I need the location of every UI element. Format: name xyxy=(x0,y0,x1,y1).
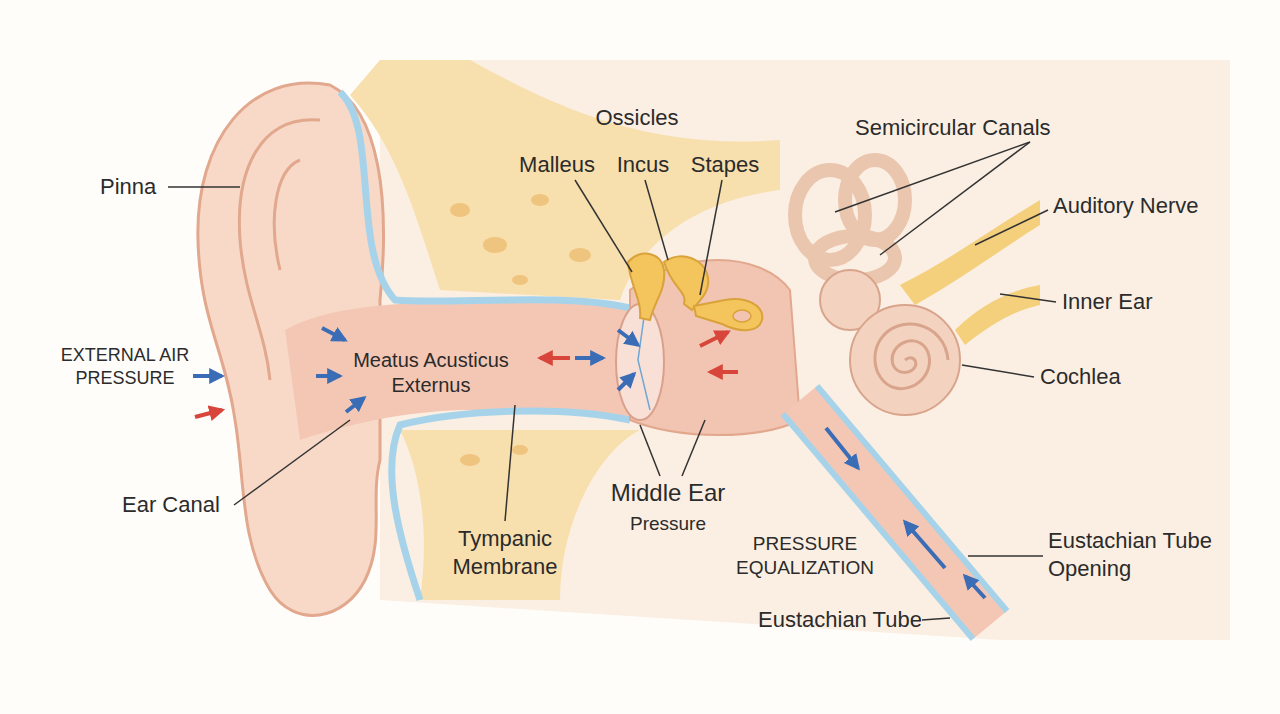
temporal-bone xyxy=(400,430,640,600)
part-label: Malleus xyxy=(510,151,604,179)
tube-lining xyxy=(783,414,973,639)
leader-line xyxy=(962,365,1034,377)
malleus-bone xyxy=(628,254,664,320)
leader-line xyxy=(880,142,1030,255)
canal-lining xyxy=(340,92,630,308)
pressure-arrow xyxy=(905,522,945,568)
leader-line xyxy=(505,405,515,521)
part-label: Pressure xyxy=(608,512,728,536)
pressure-arrow xyxy=(322,328,345,340)
membrane-line xyxy=(638,310,650,410)
pressure-arrow xyxy=(710,370,738,374)
pressure-arrow xyxy=(195,410,222,417)
part-label: Cochlea xyxy=(1040,363,1150,391)
pressure-arrow xyxy=(618,374,634,390)
part-label: Ossicles xyxy=(577,104,697,132)
eustachian-tube-shape xyxy=(783,386,1007,639)
pressure-arrow xyxy=(540,356,570,360)
pressure-arrow xyxy=(193,374,222,378)
leader-line xyxy=(682,420,705,476)
pressure-arrow xyxy=(575,356,603,360)
bone-pore xyxy=(512,445,528,455)
ear-canal-shape xyxy=(285,297,630,440)
leader-line xyxy=(234,420,350,505)
pressure-arrow xyxy=(965,576,985,598)
bone-pore xyxy=(512,275,528,285)
bone-pore xyxy=(569,248,591,262)
leader-line xyxy=(835,142,1030,212)
leader-line xyxy=(645,180,668,260)
leader-line xyxy=(575,180,632,272)
canal-lining xyxy=(392,411,630,600)
bone-pore xyxy=(450,203,470,217)
pressure-arrow xyxy=(826,428,858,468)
part-label: Inner Ear xyxy=(1062,288,1192,316)
bone-pore xyxy=(460,454,480,466)
stapes-bone xyxy=(694,299,762,330)
part-label: Ear Canal xyxy=(122,491,234,519)
bone-pore xyxy=(531,194,549,206)
leader-line xyxy=(700,180,722,295)
semicircular-canal xyxy=(845,160,905,240)
cochlea-spiral xyxy=(875,324,948,389)
part-label: Tympanic Membrane xyxy=(440,525,570,580)
part-label: EXTERNAL AIR PRESSURE xyxy=(50,344,200,389)
nerve-band xyxy=(955,285,1040,345)
stapes-hole xyxy=(733,310,751,322)
part-label: Auditory Nerve xyxy=(1053,192,1233,220)
part-label: Eustachian Tube xyxy=(758,606,928,634)
tympanic-membrane-shape xyxy=(616,304,664,420)
pinna-fold xyxy=(274,160,300,270)
leader-line xyxy=(968,555,1043,557)
leader-line xyxy=(1000,294,1056,302)
part-label: Meatus Acusticus Externus xyxy=(336,348,526,398)
part-label: Incus xyxy=(608,151,678,179)
part-label: Eustachian Tube Opening xyxy=(1048,527,1228,582)
part-label: Stapes xyxy=(683,151,767,179)
bone-pore xyxy=(483,237,507,253)
part-label: Pinna xyxy=(100,173,166,201)
pressure-arrow xyxy=(618,330,638,345)
part-label: Semicircular Canals xyxy=(855,114,1085,142)
nerve-band xyxy=(900,200,1040,305)
cochlea-shape xyxy=(850,305,960,415)
part-label: Middle Ear xyxy=(588,478,748,508)
part-label: PRESSURE EQUALIZATION xyxy=(725,532,885,580)
pressure-arrow xyxy=(346,398,364,412)
pressure-arrow xyxy=(700,332,728,346)
leader-line xyxy=(640,425,660,476)
pressure-arrow xyxy=(316,374,340,378)
leader-line xyxy=(975,210,1048,245)
leader-line xyxy=(168,186,240,188)
leader-line xyxy=(922,618,950,620)
